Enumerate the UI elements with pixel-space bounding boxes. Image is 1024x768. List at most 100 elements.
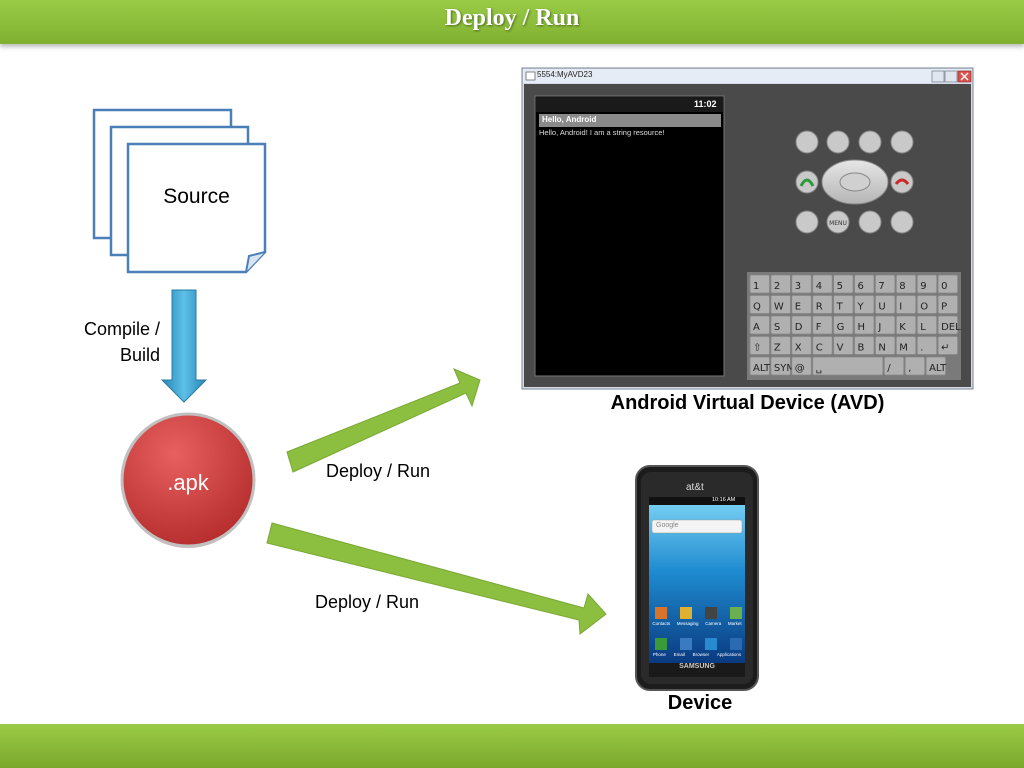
- keyboard-key[interactable]: [883, 356, 905, 376]
- keyboard-key[interactable]: [812, 315, 833, 335]
- keyboard-key-label: F: [816, 322, 822, 333]
- keyboard-key[interactable]: [812, 274, 833, 294]
- keyboard-key[interactable]: [916, 274, 938, 294]
- keyboard-key[interactable]: [791, 274, 812, 294]
- keyboard-key-label: 8: [899, 281, 905, 292]
- keyboard-key[interactable]: [812, 295, 833, 314]
- keyboard-key-label: K: [899, 322, 906, 333]
- keyboard-key[interactable]: [770, 315, 791, 335]
- keyboard-key-label: .: [920, 343, 923, 354]
- keyboard-key-label: X: [795, 343, 802, 354]
- keyboard-key[interactable]: [770, 336, 791, 355]
- keyboard-key[interactable]: [854, 315, 875, 335]
- avd-caption: Android Virtual Device (AVD): [610, 392, 885, 414]
- keyboard-key-label: 6: [858, 281, 864, 292]
- device-carrier: at&t: [686, 482, 704, 493]
- keyboard-key[interactable]: [875, 315, 896, 335]
- compile-label-line1: Compile /: [83, 319, 160, 339]
- deploy-arrow-device: [266, 522, 607, 635]
- keyboard-key-label: D: [795, 322, 803, 333]
- keyboard-key[interactable]: [916, 315, 938, 335]
- svg-text:MENU: MENU: [829, 220, 847, 227]
- header-bar: Deploy / Run: [0, 0, 1024, 44]
- keyboard-key[interactable]: [791, 336, 812, 355]
- keyboard-key[interactable]: [833, 315, 854, 335]
- keyboard-key[interactable]: [749, 315, 770, 335]
- compile-label: Compile / Build: [40, 316, 160, 368]
- device-phone: [635, 465, 759, 691]
- source-label: Source: [163, 185, 230, 208]
- keyboard-key[interactable]: [749, 336, 770, 355]
- keyboard-key[interactable]: [875, 274, 896, 294]
- keyboard-key[interactable]: [749, 295, 770, 314]
- deploy-run-label-device: Deploy / Run: [315, 592, 420, 612]
- keyboard-key[interactable]: [770, 295, 791, 314]
- keyboard-key[interactable]: [791, 315, 812, 335]
- keyboard-key-label: C: [816, 343, 823, 354]
- app-label-messaging: Messaging: [676, 621, 699, 626]
- keyboard-key[interactable]: [854, 336, 875, 355]
- keyboard-key-label: /: [887, 363, 891, 374]
- keyboard-key-label: 0: [941, 281, 947, 292]
- keyboard-key[interactable]: [812, 356, 884, 376]
- window-controls[interactable]: [931, 70, 972, 83]
- device-dock-label-row: Phone Email Browser Applications: [649, 652, 745, 657]
- keyboard-key-label: A: [753, 322, 760, 333]
- keyboard-key[interactable]: [854, 295, 875, 314]
- keyboard-key-label: N: [878, 343, 885, 354]
- avd-app-title: Hello, Android: [542, 115, 597, 124]
- keyboard-key[interactable]: [854, 274, 875, 294]
- keyboard-key-label: M: [899, 343, 908, 354]
- keyboard-key-label: Z: [774, 343, 781, 354]
- keyboard-key[interactable]: [770, 356, 791, 376]
- keyboard-key-label: I: [899, 302, 902, 313]
- keyboard-key[interactable]: [937, 274, 958, 294]
- keyboard-key-label: DEL: [941, 322, 961, 333]
- keyboard-key[interactable]: [833, 274, 854, 294]
- keyboard-key[interactable]: [812, 336, 833, 355]
- keyboard-key[interactable]: [916, 295, 938, 314]
- compile-arrow: [160, 289, 208, 403]
- keyboard-key[interactable]: [875, 295, 896, 314]
- keyboard-key[interactable]: [937, 295, 958, 314]
- keyboard-key[interactable]: [833, 336, 854, 355]
- keyboard-key-label: 3: [795, 281, 801, 292]
- keyboard-key[interactable]: [937, 315, 958, 335]
- keyboard-key-label: J: [877, 322, 881, 333]
- keyboard-key[interactable]: [895, 295, 917, 314]
- keyboard-key-label: G: [837, 322, 845, 333]
- device-brand: SAMSUNG: [679, 663, 715, 670]
- keyboard-key[interactable]: [895, 315, 917, 335]
- keyboard-key[interactable]: [904, 356, 926, 376]
- keyboard-key[interactable]: [875, 336, 896, 355]
- keyboard-key[interactable]: [770, 274, 791, 294]
- app-label-camera: Camera: [705, 621, 722, 626]
- keyboard-key-label: S: [774, 322, 780, 333]
- keyboard-key[interactable]: [791, 295, 812, 314]
- keyboard-key-label: ␣: [816, 363, 822, 374]
- keyboard-key[interactable]: [791, 356, 812, 376]
- device-caption: Device: [667, 692, 733, 714]
- keyboard-key[interactable]: [749, 274, 770, 294]
- avd-status-time: 11:02: [694, 99, 717, 109]
- keyboard-key[interactable]: [833, 295, 854, 314]
- footer-bar: [0, 724, 1024, 768]
- keyboard-key[interactable]: [937, 336, 958, 355]
- keyboard-key[interactable]: [916, 336, 938, 355]
- keyboard-key-label: T: [836, 302, 844, 313]
- dock-label-applications: Applications: [716, 652, 742, 657]
- keyboard-key[interactable]: [895, 336, 917, 355]
- dock-label-phone: Phone: [652, 652, 666, 657]
- compile-label-line2: Build: [119, 345, 160, 365]
- keyboard-key[interactable]: [925, 356, 946, 376]
- dock-label-browser: Browser: [692, 652, 710, 657]
- apk-label: .apk: [167, 470, 209, 495]
- keyboard-key[interactable]: [895, 274, 917, 294]
- keyboard-key[interactable]: [749, 356, 770, 376]
- keyboard-key-label: ↵: [941, 343, 949, 354]
- avd-control-buttons[interactable]: MENU: [795, 130, 914, 234]
- keyboard-key-label: ALT: [929, 363, 947, 374]
